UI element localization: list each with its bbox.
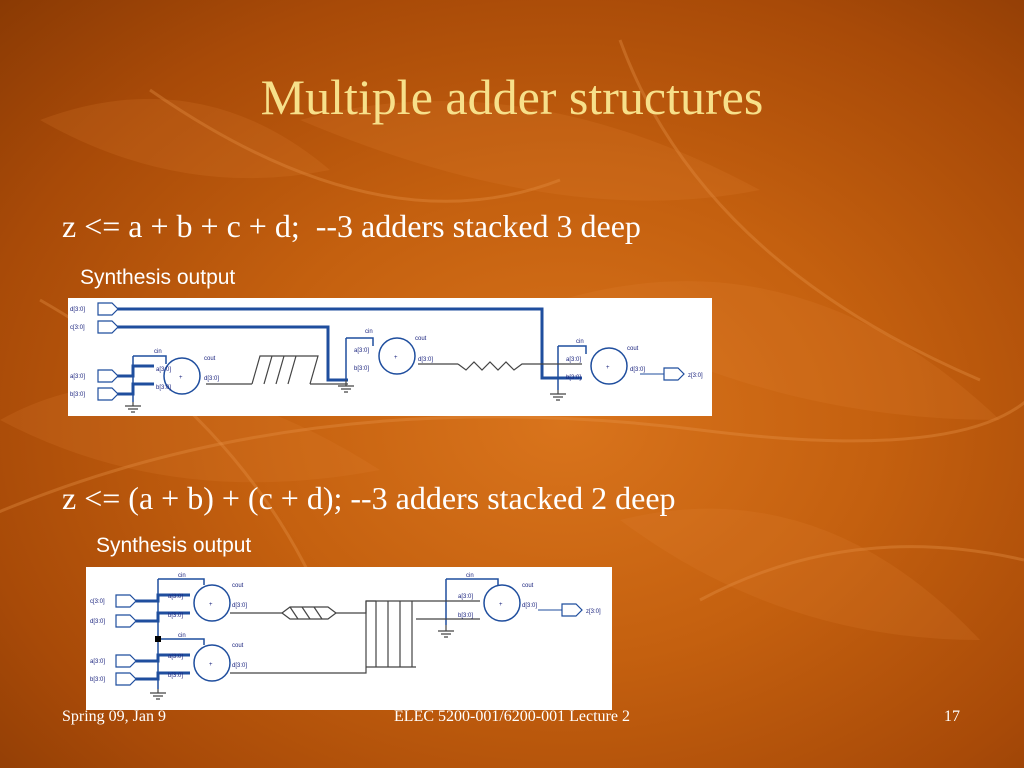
port-b-label: b[3:0] [354,366,369,372]
cin-label: cin [576,339,584,345]
cin-label: cin [154,349,162,355]
input-label-d: d[3:0] [70,307,85,313]
cout-label: cout [232,583,244,589]
adder-plus: + [394,355,398,361]
port-d-label: d[3:0] [232,663,247,669]
port-b-label: b[3:0] [168,673,183,679]
cin-label: cin [466,573,474,579]
cin-label: cin [178,573,186,579]
adder-plus: + [209,662,213,668]
port-b-label: b[3:0] [168,613,183,619]
input-label-d: d[3:0] [90,619,105,625]
footer-page-number: 17 [944,708,960,725]
port-a-label: a[3:0] [566,357,581,363]
cin-label: cin [365,329,373,335]
port-b-label: b[3:0] [458,613,473,619]
port-d-label: d[3:0] [232,603,247,609]
footer-course: ELEC 5200-001/6200-001 Lecture 2 [394,708,630,725]
cout-label: cout [627,346,639,352]
input-label-b: b[3:0] [70,392,85,398]
port-a-label: a[3:0] [458,594,473,600]
cout-label: cout [522,583,534,589]
port-b-label: b[3:0] [566,375,581,381]
input-label-a: a[3:0] [70,374,85,380]
footer-date: Spring 09, Jan 9 [62,708,166,725]
port-d-label: d[3:0] [630,367,645,373]
schematic-two-deep: c[3:0] d[3:0] a[3:0] b[3:0] z[3:0] cin c… [86,567,612,710]
input-label-a: a[3:0] [90,659,105,665]
port-a-label: a[3:0] [168,654,183,660]
port-a-label: a[3:0] [168,594,183,600]
bullet-two-deep: z <= (a + b) + (c + d); --3 adders stack… [62,480,676,516]
schematic-three-deep: d[3:0] c[3:0] a[3:0] b[3:0] z[3:0] cin c… [68,298,712,416]
input-label-b: b[3:0] [90,677,105,683]
slide-title: Multiple adder structures [260,69,764,125]
port-d-label: d[3:0] [522,603,537,609]
output-label-z: z[3:0] [586,609,601,615]
port-a-label: a[3:0] [156,367,171,373]
junction-dot [155,636,161,642]
caption-synthesis-2: Synthesis output [96,534,252,557]
cin-label: cin [178,633,186,639]
adder-plus: + [499,602,503,608]
port-b-label: b[3:0] [156,385,171,391]
bullet-three-deep: z <= a + b + c + d; --3 adders stacked 3… [62,208,641,244]
caption-synthesis-1: Synthesis output [80,266,236,289]
input-label-c: c[3:0] [70,325,85,331]
cout-label: cout [204,356,216,362]
cout-label: cout [232,643,244,649]
cout-label: cout [415,336,427,342]
port-a-label: a[3:0] [354,348,369,354]
input-label-c: c[3:0] [90,599,105,605]
adder-plus: + [606,365,610,371]
port-d-label: d[3:0] [418,357,433,363]
output-label-z: z[3:0] [688,373,703,379]
adder-plus: + [209,602,213,608]
adder-plus: + [179,375,183,381]
port-d-label: d[3:0] [204,376,219,382]
